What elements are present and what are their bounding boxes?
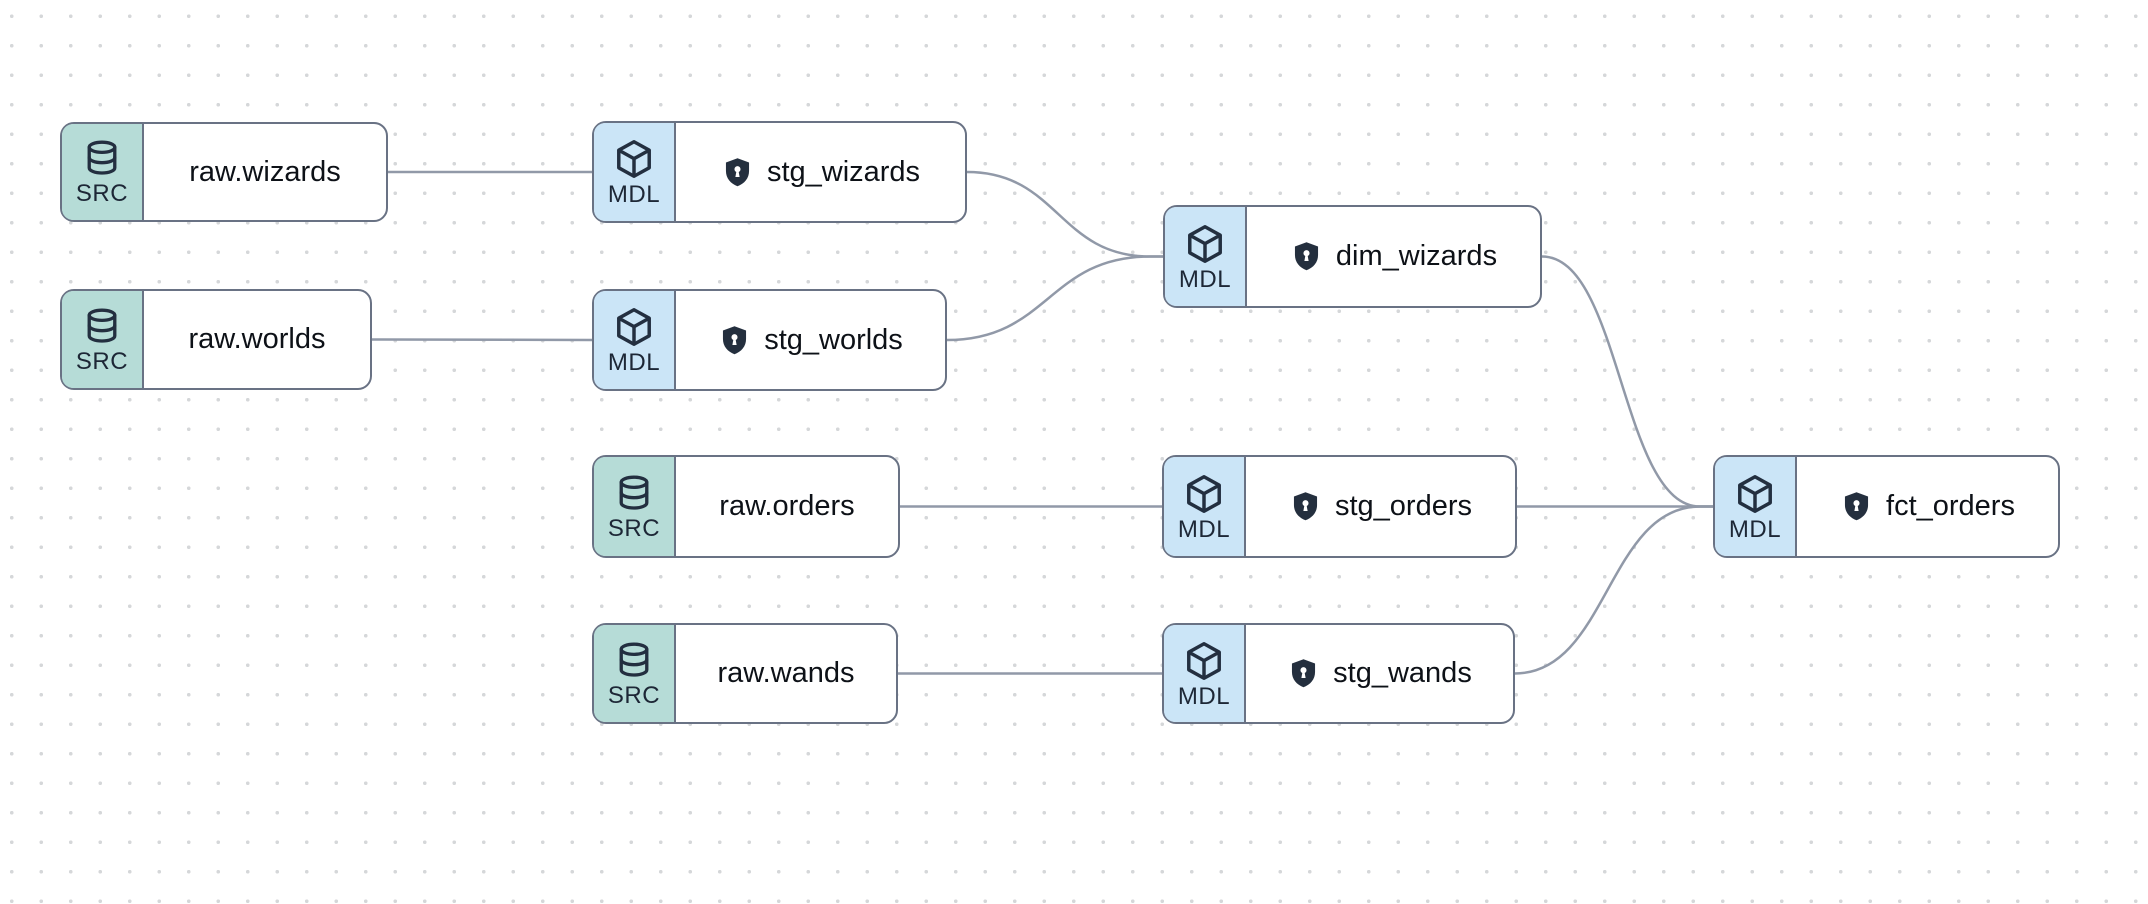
- node-label: stg_wizards: [766, 155, 921, 188]
- node-type-badge-label: MDL: [1728, 515, 1782, 543]
- cube-icon: [1182, 639, 1226, 683]
- lineage-node-stg_wizards[interactable]: MDL stg_wizards: [592, 121, 967, 223]
- node-type-badge-label: SRC: [607, 681, 661, 709]
- node-body: raw.wands: [676, 625, 896, 722]
- cube-icon: [1183, 222, 1227, 266]
- node-label: raw.orders: [719, 490, 855, 522]
- shield-lock-icon: [1840, 490, 1873, 523]
- node-type-badge-label: SRC: [75, 347, 129, 375]
- node-label: raw.wands: [717, 657, 855, 689]
- cube-icon: [1733, 472, 1777, 516]
- shield-lock-icon: [1289, 490, 1322, 523]
- cube-icon: [1182, 472, 1226, 516]
- node-type-badge: MDL: [1165, 207, 1247, 306]
- node-type-badge-label: MDL: [607, 181, 661, 208]
- cube-icon: [612, 137, 656, 181]
- database-icon: [81, 138, 123, 180]
- node-type-badge: MDL: [1715, 457, 1797, 556]
- node-body: stg_orders: [1246, 457, 1515, 556]
- node-type-badge: SRC: [62, 124, 144, 220]
- lineage-node-raw_worlds[interactable]: SRC raw.worlds: [60, 289, 372, 390]
- edge-raw_worlds-to-stg_worlds: [371, 338, 593, 342]
- lineage-node-stg_worlds[interactable]: MDL stg_worlds: [592, 289, 947, 391]
- database-icon: [613, 640, 655, 682]
- node-type-badge-label: SRC: [607, 514, 661, 542]
- node-type-badge-label: MDL: [1177, 682, 1231, 710]
- cube-icon: [612, 305, 656, 349]
- node-body: raw.worlds: [144, 291, 370, 388]
- database-icon: [613, 473, 655, 515]
- node-body: raw.orders: [676, 457, 898, 556]
- edge-stg_wizards-to-dim_wizards: [966, 170, 1163, 258]
- lineage-node-raw_orders[interactable]: SRC raw.orders: [592, 455, 900, 558]
- node-body: stg_worlds: [676, 291, 945, 389]
- edge-stg_worlds-to-dim_wizards: [946, 255, 1163, 342]
- shield-lock-icon: [718, 324, 751, 357]
- node-type-badge: MDL: [594, 123, 676, 221]
- node-type-badge: MDL: [594, 291, 676, 389]
- lineage-node-dim_wizards[interactable]: MDL dim_wizards: [1163, 205, 1542, 308]
- lineage-node-stg_wands[interactable]: MDL stg_wands: [1162, 623, 1515, 724]
- lineage-node-raw_wizards[interactable]: SRC raw.wizards: [60, 122, 388, 222]
- lineage-node-fct_orders[interactable]: MDL fct_orders: [1713, 455, 2060, 558]
- node-body: raw.wizards: [144, 124, 386, 220]
- node-type-badge-label: SRC: [75, 180, 129, 207]
- node-label: stg_worlds: [764, 323, 903, 356]
- shield-lock-icon: [1290, 240, 1323, 273]
- node-label: fct_orders: [1886, 490, 2015, 522]
- database-icon: [81, 306, 123, 348]
- node-type-badge: MDL: [1164, 457, 1246, 556]
- node-type-badge: SRC: [594, 457, 676, 556]
- node-label: dim_wizards: [1335, 240, 1498, 272]
- shield-lock-icon: [1287, 657, 1320, 690]
- node-type-badge-label: MDL: [1177, 515, 1231, 543]
- lineage-node-raw_wands[interactable]: SRC raw.wands: [592, 623, 898, 724]
- node-body: stg_wands: [1246, 625, 1513, 722]
- edge-stg_wands-to-fct_orders: [1514, 505, 1713, 675]
- shield-lock-icon: [721, 156, 754, 189]
- node-body: dim_wizards: [1247, 207, 1540, 306]
- node-body: fct_orders: [1797, 457, 2058, 556]
- node-label: raw.wizards: [189, 155, 341, 188]
- node-label: raw.worlds: [188, 323, 326, 355]
- node-type-badge: SRC: [594, 625, 676, 722]
- lineage-node-stg_orders[interactable]: MDL stg_orders: [1162, 455, 1517, 558]
- node-label: stg_wands: [1333, 657, 1472, 689]
- node-label: stg_orders: [1334, 490, 1472, 522]
- node-body: stg_wizards: [676, 123, 965, 221]
- node-type-badge-label: MDL: [1178, 265, 1232, 293]
- node-type-badge: MDL: [1164, 625, 1246, 722]
- edge-dim_wizards-to-fct_orders: [1541, 255, 1713, 508]
- node-type-badge-label: MDL: [607, 349, 661, 376]
- node-type-badge: SRC: [62, 291, 144, 388]
